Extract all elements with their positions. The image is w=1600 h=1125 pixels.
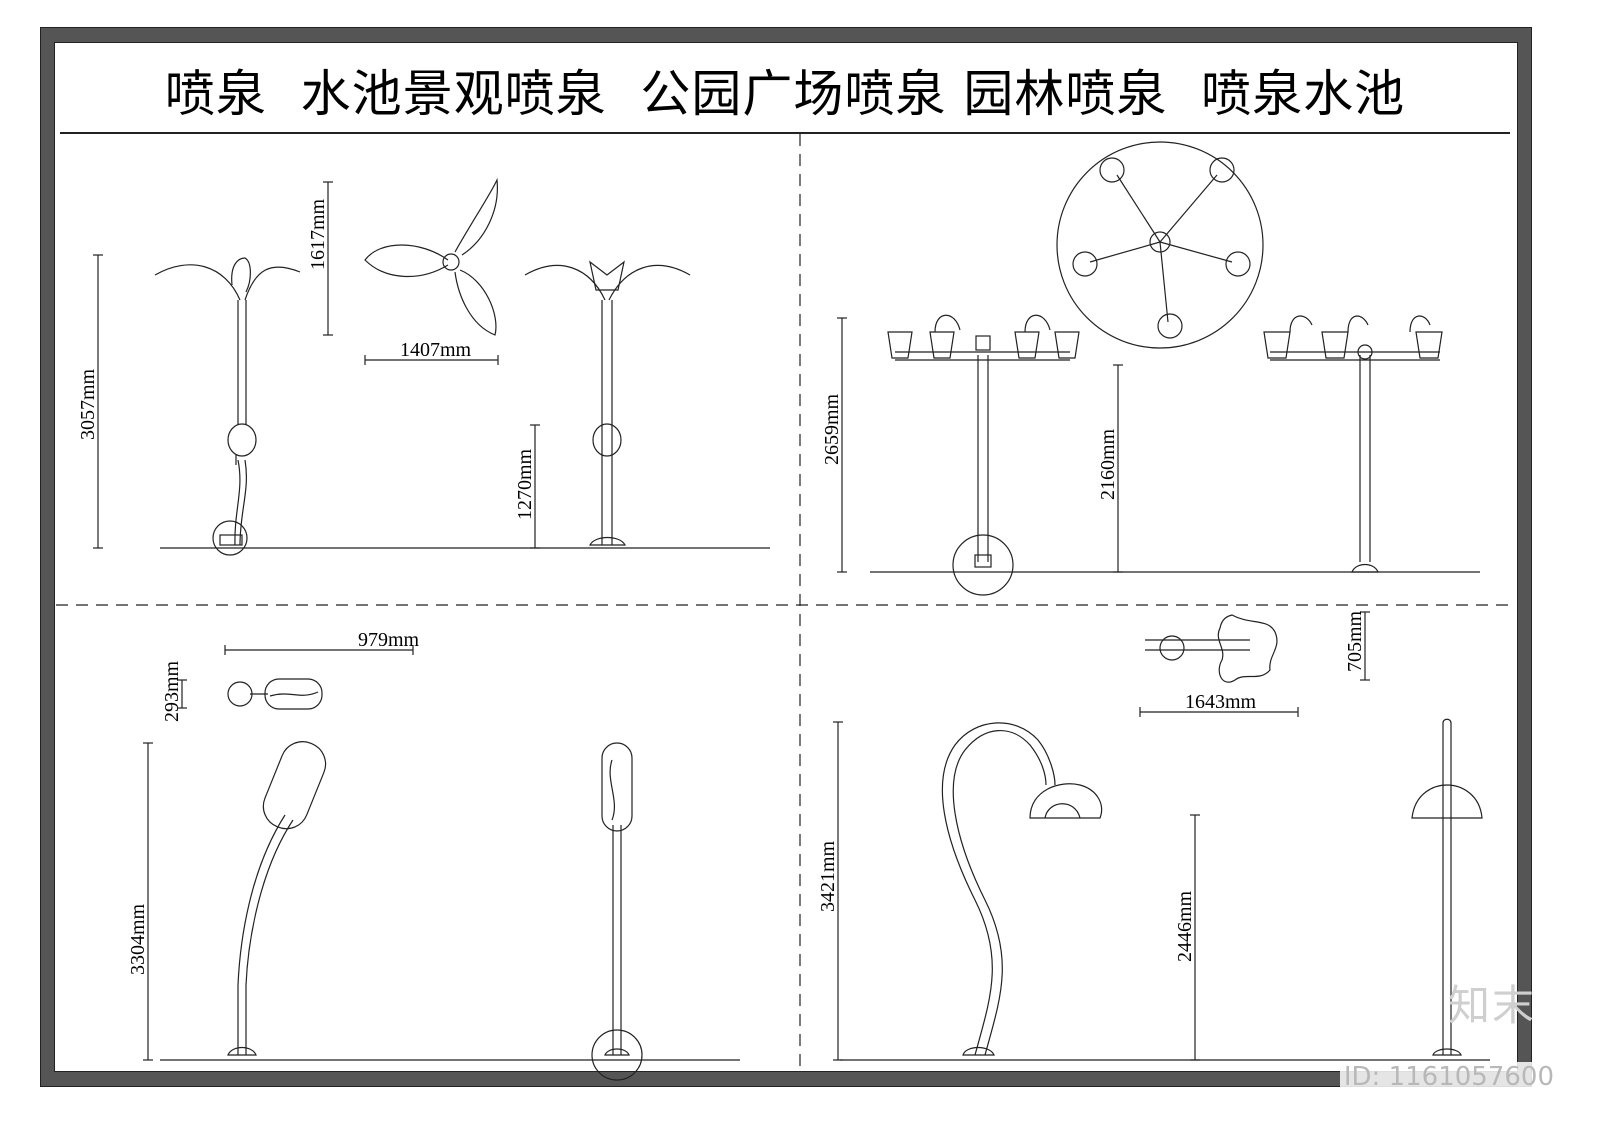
dome-fountain-side-b <box>1411 718 1483 1056</box>
dim-293: 293mm <box>161 660 183 722</box>
dome-fountain-top-view <box>1145 614 1278 683</box>
dim-2160: 2160mm <box>1097 428 1119 500</box>
flower-fountain-side-a <box>154 257 770 556</box>
capsule-fountain-side-b <box>591 742 643 1081</box>
dim-2659: 2659mm <box>821 393 843 465</box>
drawing-sheet <box>54 42 1518 1072</box>
dim-2446: 2446mm <box>1174 890 1196 962</box>
five-arm-fountain-top-view <box>1056 141 1264 349</box>
title-bar: 喷泉 水池景观喷泉 公园广场喷泉 园林喷泉 喷泉水池 <box>60 48 1510 134</box>
dim-1643: 1643mm <box>1185 691 1257 713</box>
capsule-fountain-top-view <box>227 678 323 710</box>
brand-stamp: 知末 <box>1447 981 1536 1030</box>
dim-979: 979mm <box>358 629 420 651</box>
dim-705: 705mm <box>1344 610 1366 672</box>
sheet-title: 喷泉 水池景观喷泉 公园广场喷泉 园林喷泉 喷泉水池 <box>164 65 1406 123</box>
dim-1407: 1407mm <box>400 339 472 361</box>
dim-3057: 3057mm <box>77 368 99 440</box>
capsule-fountain-side-a <box>160 741 740 1061</box>
dim-1270: 1270mm <box>514 448 536 520</box>
dim-1617: 1617mm <box>307 198 329 270</box>
flower-fountain-top-view <box>364 177 498 336</box>
dome-fountain-side-a <box>840 722 1490 1061</box>
dim-3421: 3421mm <box>817 840 839 912</box>
dim-3304: 3304mm <box>127 903 149 975</box>
flower-fountain-side-b <box>524 260 691 546</box>
five-arm-fountain-side-a <box>870 314 1480 596</box>
five-arm-fountain-side-b <box>1263 315 1443 573</box>
document-id: ID: 1161057600 <box>1339 1062 1558 1092</box>
